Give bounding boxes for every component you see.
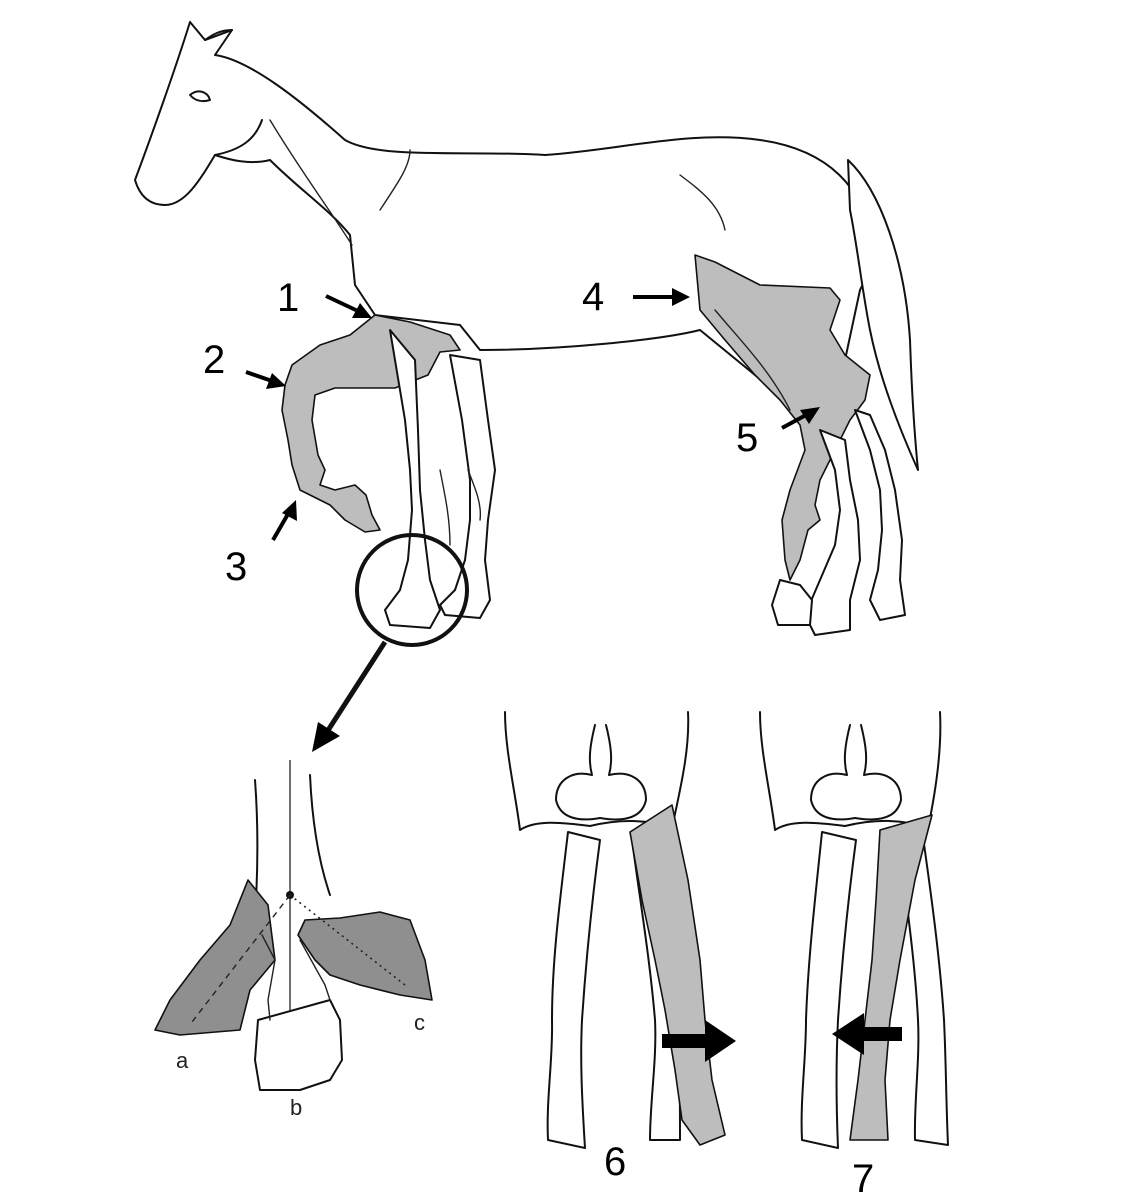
- horse-jaw: [214, 119, 263, 156]
- rear7-left-leg: [800, 831, 857, 1149]
- front-support-leg-2: [439, 354, 496, 619]
- arrow-1-shaft: [325, 294, 361, 314]
- arrow-2-shaft: [245, 370, 273, 383]
- hind-support-leg-3: [771, 579, 813, 626]
- detail-leg-right-edge: [309, 774, 331, 896]
- horse-tail: [847, 159, 919, 471]
- rear7-tail-left: [810, 724, 856, 821]
- hind-leg-detail: [714, 309, 791, 411]
- label-2: 2: [203, 338, 225, 382]
- rear-view-7: 7: [759, 711, 949, 1201]
- label-5: 5: [736, 416, 758, 460]
- detail-pastern: [261, 934, 276, 1021]
- hind-support-leg-2: [854, 409, 906, 621]
- label-3: 3: [225, 545, 247, 589]
- swing-line-a: [191, 894, 291, 1023]
- rear7-right-leg: [897, 829, 949, 1146]
- horse-flank-line: [679, 174, 726, 231]
- hoof-detail: a b c: [154, 760, 433, 1120]
- rear6-arrow-head: [705, 1020, 736, 1062]
- hind-leg-shaded: [694, 254, 871, 581]
- swing-sector-a: [154, 879, 276, 1036]
- arrow-5-head: [800, 407, 820, 424]
- rear-view-6: 6: [504, 711, 736, 1184]
- callout-arrows: [245, 288, 820, 541]
- rear7-arrow-head: [832, 1013, 864, 1055]
- rear6-body: [504, 711, 690, 831]
- detail-hoof: [254, 999, 343, 1091]
- arrow-2-head: [266, 373, 286, 389]
- magnifier-arrow-shaft: [322, 640, 388, 737]
- magnifier-circle: [355, 533, 469, 647]
- label-a: a: [176, 1048, 189, 1073]
- rear7-tail-right: [854, 724, 902, 821]
- arrow-5-shaft: [781, 413, 807, 430]
- rear6-left-leg: [546, 831, 601, 1149]
- rear6-tail-left: [555, 724, 601, 821]
- horse-ear: [204, 29, 233, 41]
- label-6: 6: [604, 1140, 626, 1184]
- hind-legs: [694, 254, 906, 636]
- arrow-4-head: [672, 288, 690, 306]
- label-7: 7: [852, 1157, 874, 1201]
- arrow-3-head: [282, 500, 297, 521]
- arrow-3-shaft: [271, 513, 290, 541]
- rear7-body: [759, 711, 942, 831]
- horse-neck-line: [269, 119, 353, 246]
- label-4: 4: [582, 275, 604, 319]
- hind-support-leg-1: [804, 429, 861, 636]
- label-1: 1: [277, 276, 299, 320]
- magnifier-arrow-head: [312, 722, 340, 752]
- front-leg-detail-2: [439, 469, 451, 546]
- detail-pastern-right: [299, 939, 331, 1001]
- front-leg-detail-1: [467, 469, 482, 521]
- swing-line-c: [289, 894, 406, 986]
- rear7-arrow-shaft: [858, 1027, 902, 1041]
- label-b: b: [290, 1095, 302, 1120]
- horse-eye: [189, 90, 211, 103]
- rear6-tail-right: [599, 724, 647, 821]
- horse-shoulder-line: [379, 149, 411, 211]
- front-support-leg-1: [384, 329, 441, 629]
- rear6-arrow-shaft: [662, 1034, 710, 1048]
- arrow-1-head: [352, 303, 372, 318]
- magnifier: [312, 533, 469, 752]
- front-legs: [281, 314, 496, 629]
- swing-sector-c: [297, 911, 433, 1001]
- rear6-shaded-leg: [629, 804, 726, 1146]
- horse-outline: [134, 21, 919, 471]
- rear7-shaded-leg: [849, 814, 933, 1141]
- label-c: c: [414, 1010, 425, 1035]
- detail-leg-left-edge: [254, 779, 259, 901]
- number-labels: 1 2 3 4 5: [203, 275, 758, 589]
- front-raised-leg: [281, 314, 461, 533]
